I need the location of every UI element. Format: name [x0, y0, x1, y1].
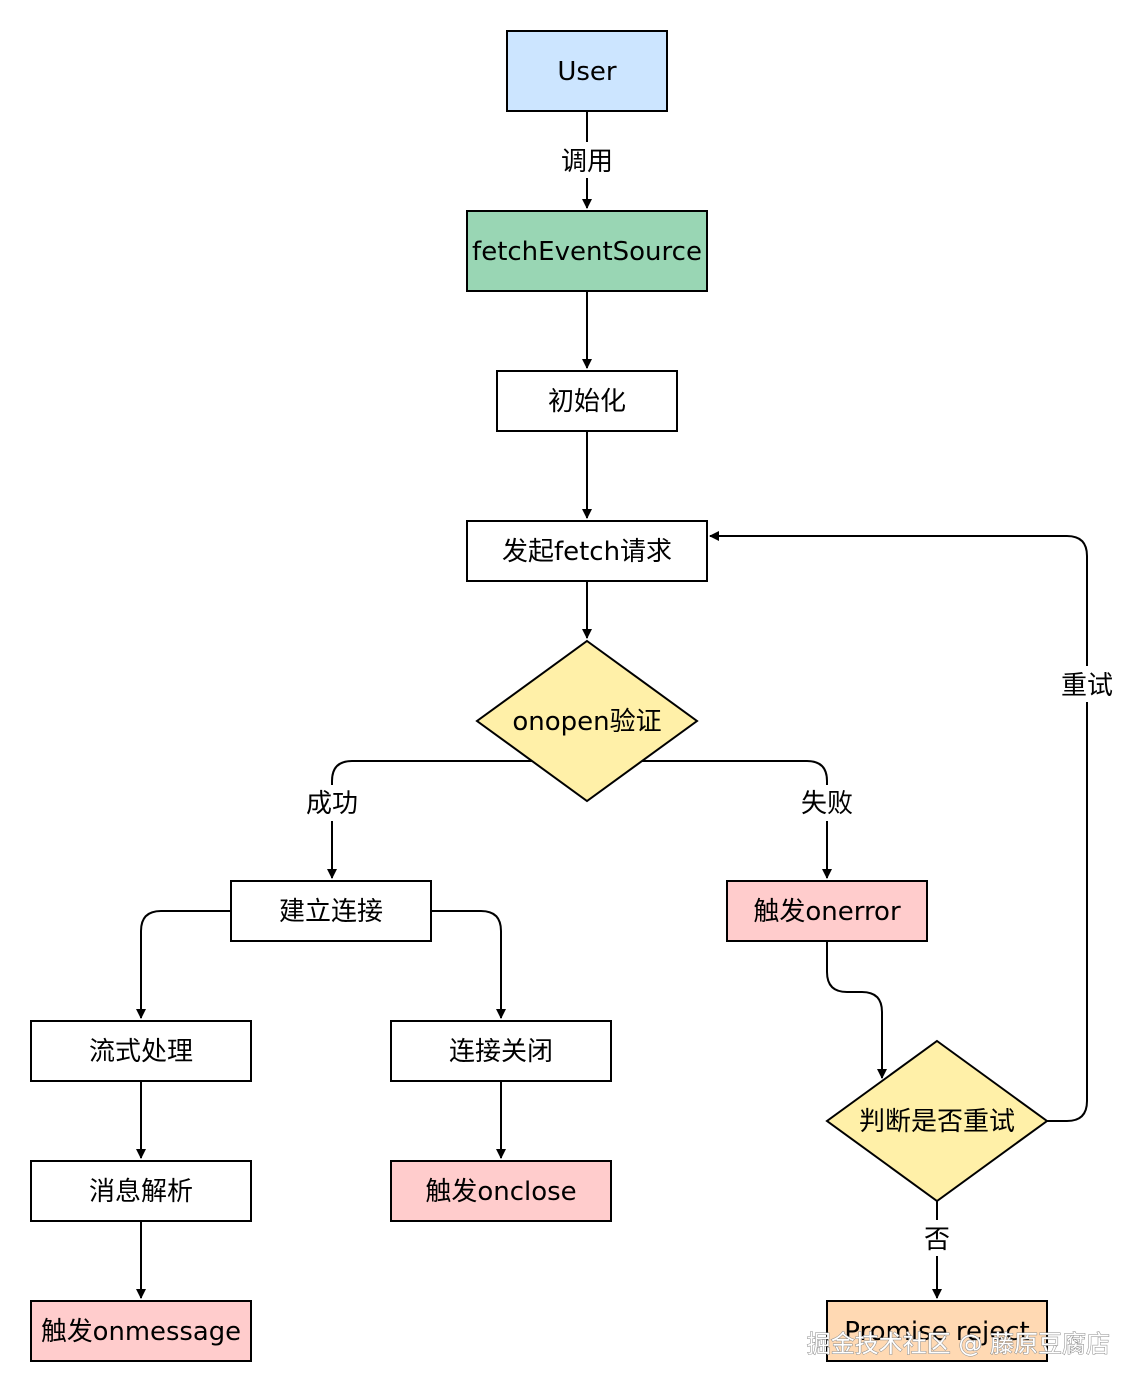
node-promise-reject-box: [826, 1300, 1048, 1362]
node-trigger-onerror-box: [726, 880, 928, 942]
node-promise-reject-label: Promise reject: [844, 1317, 1029, 1347]
node-stream-box: [30, 1020, 252, 1082]
node-close: 连接关闭: [390, 1020, 612, 1082]
node-promise-reject: Promise reject: [826, 1300, 1048, 1362]
node-onopen-check: onopen验证: [475, 639, 699, 803]
node-fetch-event-source: fetchEventSource: [466, 210, 708, 292]
node-retry-check-diamond: [825, 1039, 1049, 1203]
node-parse-box: [30, 1160, 252, 1222]
edge-label-retry: 重试: [1061, 671, 1113, 701]
node-fetch-request: 发起fetch请求: [466, 520, 708, 582]
node-init-label: 初始化: [548, 387, 626, 417]
node-close-label: 连接关闭: [449, 1037, 553, 1067]
node-retry-check: 判断是否重试: [825, 1039, 1049, 1203]
node-trigger-onclose: 触发onclose: [390, 1160, 612, 1222]
node-establish-box: [230, 880, 432, 942]
node-close-box: [390, 1020, 612, 1082]
node-parse: 消息解析: [30, 1160, 252, 1222]
node-trigger-onclose-box: [390, 1160, 612, 1222]
edge-establish-to-stream: [136, 910, 231, 1019]
nodes: User fetchEventSource 初始化 发起fetch请求 onop…: [30, 30, 1049, 1362]
edge-label-call: 调用: [561, 147, 613, 177]
edge-retry-yes: [709, 531, 1088, 1122]
node-fetch-event-source-label: fetchEventSource: [472, 237, 702, 267]
node-onopen-check-label: onopen验证: [512, 707, 661, 737]
edge-establish-to-close: [431, 910, 506, 1019]
node-stream-label: 流式处理: [89, 1037, 193, 1067]
node-fetch-event-source-box: [466, 210, 708, 292]
node-establish-label: 建立连接: [279, 897, 383, 927]
edge-onopen-success: [327, 760, 532, 879]
node-user: User: [506, 30, 668, 112]
edge-label-success: 成功: [306, 789, 358, 819]
edge-onerror-to-retry-check: [826, 942, 887, 1079]
node-establish: 建立连接: [230, 880, 432, 942]
node-trigger-onmessage-label: 触发onmessage: [41, 1317, 241, 1347]
node-user-label: User: [557, 57, 617, 87]
node-fetch-request-label: 发起fetch请求: [502, 537, 672, 567]
node-onopen-check-diamond: [475, 639, 699, 803]
edge-label-fail: 失败: [801, 789, 853, 819]
node-parse-label: 消息解析: [89, 1177, 193, 1207]
node-retry-check-label: 判断是否重试: [859, 1107, 1015, 1137]
edge-label-no: 否: [924, 1225, 950, 1255]
node-stream: 流式处理: [30, 1020, 252, 1082]
node-fetch-request-box: [466, 520, 708, 582]
edge-onopen-fail: [642, 760, 832, 879]
node-init-box: [496, 370, 678, 432]
node-user-box: [506, 30, 668, 112]
node-trigger-onerror: 触发onerror: [726, 880, 928, 942]
node-trigger-onclose-label: 触发onclose: [425, 1177, 576, 1207]
node-init: 初始化: [496, 370, 678, 432]
node-trigger-onmessage-box: [30, 1300, 252, 1362]
edge-labels: 调用 成功 失败 重试 否: [299, 142, 1120, 1256]
watermark: 掘金技术社区 @ 藤原豆腐店: [807, 1330, 1110, 1358]
node-trigger-onerror-label: 触发onerror: [753, 897, 901, 927]
node-trigger-onmessage: 触发onmessage: [30, 1300, 252, 1362]
